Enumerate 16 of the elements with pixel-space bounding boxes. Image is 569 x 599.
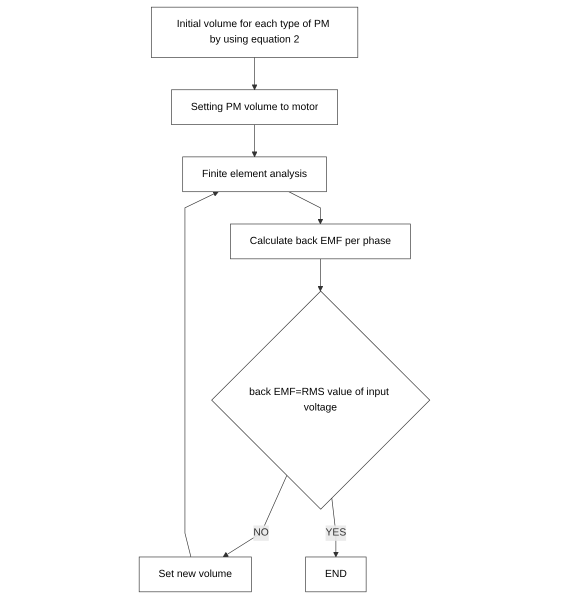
node-diamond: back EMF=RMS value of input voltage bbox=[211, 290, 430, 510]
arrow bbox=[252, 57, 258, 90]
arrow bbox=[331, 498, 339, 558]
arrow bbox=[288, 191, 324, 224]
node-box: Setting PM volume to motor bbox=[171, 89, 338, 125]
node-box: Initial volume for each type of PM by using equation 2 bbox=[151, 6, 358, 58]
edge-label: NO bbox=[253, 527, 269, 538]
node-box: Calculate back EMF per phase bbox=[230, 224, 411, 260]
node-box: END bbox=[305, 556, 366, 592]
arrow bbox=[252, 124, 258, 158]
edge-label: YES bbox=[326, 527, 346, 538]
arrow bbox=[222, 475, 288, 558]
node-box: Finite element analysis bbox=[182, 156, 327, 192]
arrow bbox=[318, 258, 324, 292]
node-box: Set new volume bbox=[138, 556, 252, 592]
arrow bbox=[184, 191, 219, 558]
